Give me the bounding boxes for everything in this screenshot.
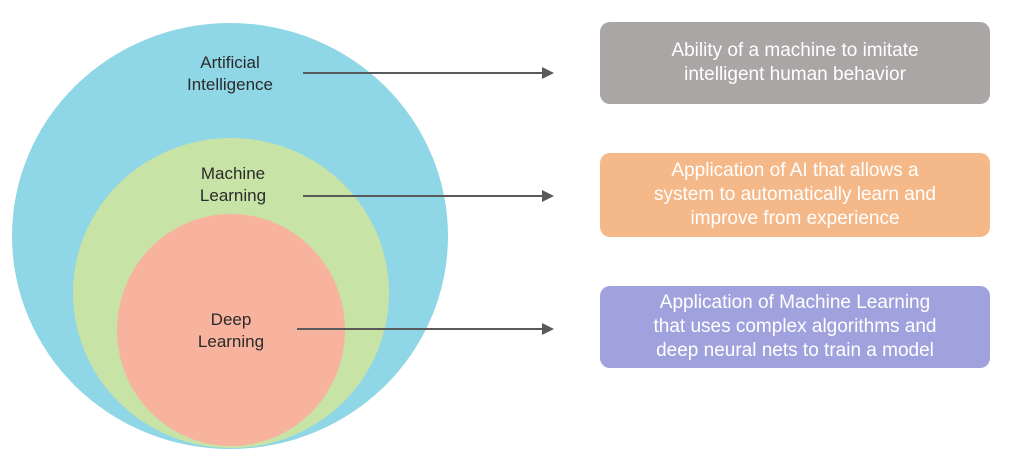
ml-definition-box: Application of AI that allows a system t…: [600, 153, 990, 237]
ai-label-line-2: Intelligence: [186, 75, 273, 94]
ml-definition-line-3: improve from experience: [690, 208, 900, 229]
ai-label-line-1: Artificial: [200, 53, 260, 72]
ml-definition-line-2: system to automatically learn and: [654, 184, 936, 205]
ml-label-line-2: Learning: [199, 186, 267, 205]
ml-definition-line-1: Application of AI that allows a: [671, 160, 919, 181]
ml-label: Machine Learning: [163, 163, 303, 207]
dl-circle: [117, 214, 345, 446]
ai-label: Artificial Intelligence: [160, 52, 300, 96]
ai-definition-line-2: intelligent human behavior: [684, 64, 906, 85]
dl-definition-line-3: deep neural nets to train a model: [656, 340, 934, 361]
dl-label-line-1: Deep: [210, 310, 252, 329]
dl-definition-line-1: Application of Machine Learning: [659, 292, 931, 313]
dl-label: Deep Learning: [161, 309, 301, 353]
ml-label-line-1: Machine: [200, 164, 266, 183]
ai-definition-box: Ability of a machine to imitate intellig…: [600, 22, 990, 104]
dl-definition-box: Application of Machine Learning that use…: [600, 286, 990, 368]
dl-label-line-2: Learning: [197, 332, 265, 351]
ai-definition-line-1: Ability of a machine to imitate: [671, 40, 919, 61]
dl-definition-line-2: that uses complex algorithms and: [653, 316, 937, 337]
